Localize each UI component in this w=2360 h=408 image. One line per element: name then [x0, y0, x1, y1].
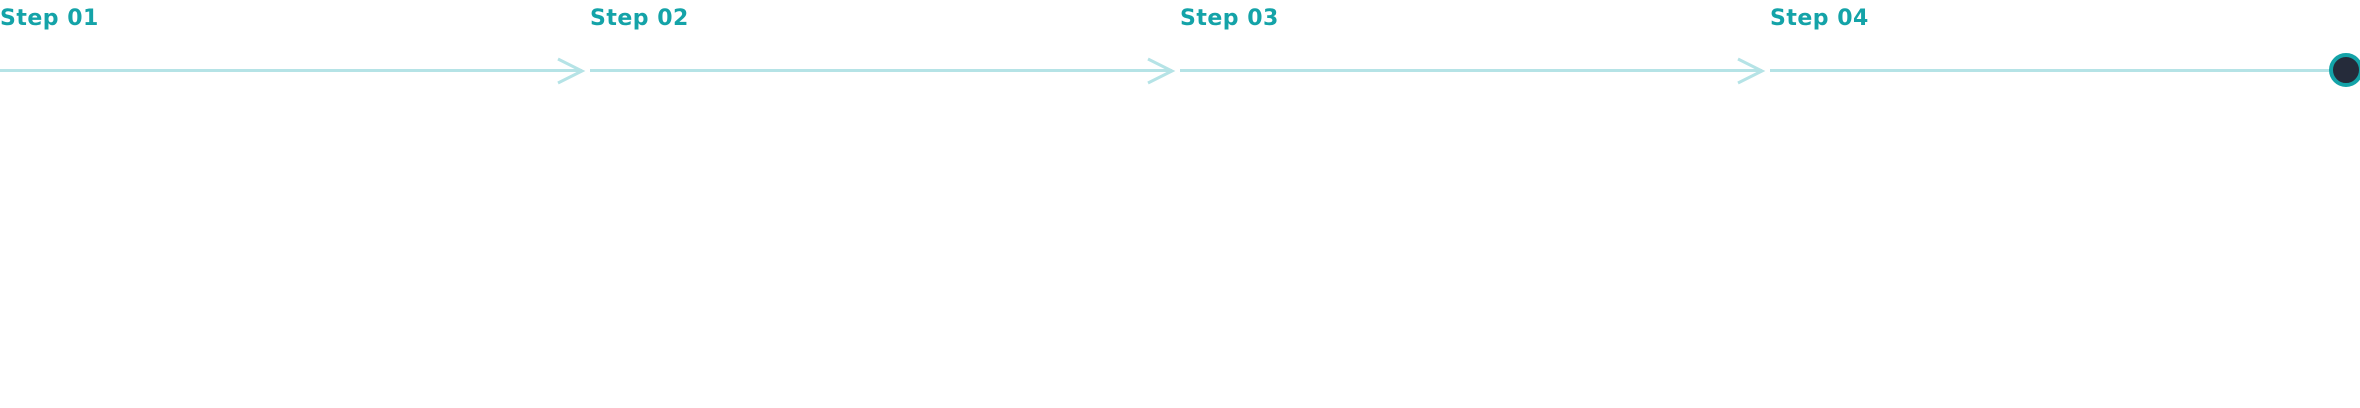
connector-line [1770, 69, 2332, 72]
step-3: Step 03 [1180, 0, 1770, 100]
step-1: Step 01 [0, 0, 590, 100]
end-dot-icon [2329, 53, 2360, 87]
step-label: Step 02 [590, 6, 689, 31]
connector-line [590, 69, 1172, 72]
step-2: Step 02 [590, 0, 1180, 100]
step-label: Step 01 [0, 6, 99, 31]
arrow-right-icon [1737, 57, 1766, 85]
step-label: Step 03 [1180, 6, 1279, 31]
arrow-right-icon [557, 57, 586, 85]
connector-line [0, 69, 582, 72]
step-4: Step 04 [1770, 0, 2360, 100]
connector-line [1180, 69, 1762, 72]
step-label: Step 04 [1770, 6, 1869, 31]
arrow-right-icon [1147, 57, 1176, 85]
